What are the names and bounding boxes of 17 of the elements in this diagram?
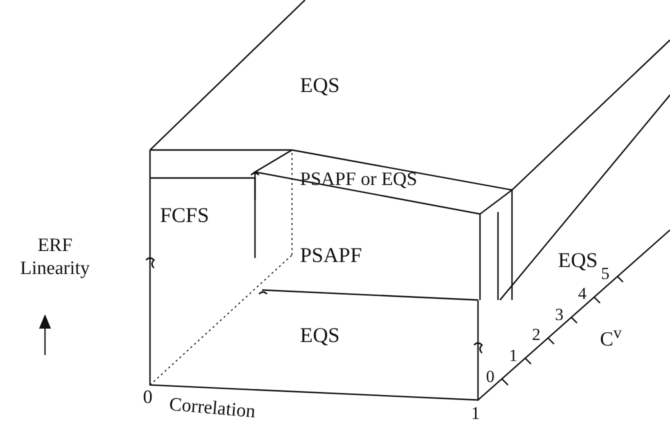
- tick-label: 5: [601, 265, 610, 282]
- tick-label: 0: [486, 368, 494, 385]
- region-label: EQS: [300, 325, 340, 346]
- tick-label: 0: [143, 388, 152, 407]
- tick-label: 1: [471, 404, 480, 422]
- region-label: PSAPF: [300, 245, 362, 266]
- region-label: EQS: [558, 250, 598, 271]
- tick-label: 2: [532, 326, 540, 343]
- tick-label: 4: [578, 285, 586, 302]
- region-label: FCFS: [160, 205, 210, 226]
- region-label: PSAPF or EQS: [300, 170, 418, 189]
- axis-label: Correlation: [168, 395, 256, 422]
- region-label: EQS: [300, 75, 340, 96]
- tick-label: 1: [509, 347, 518, 364]
- tick-label: 3: [555, 306, 564, 323]
- axis-label: C$^{v}$: [600, 325, 622, 350]
- axis-label: ERF Linearity: [19, 235, 91, 281]
